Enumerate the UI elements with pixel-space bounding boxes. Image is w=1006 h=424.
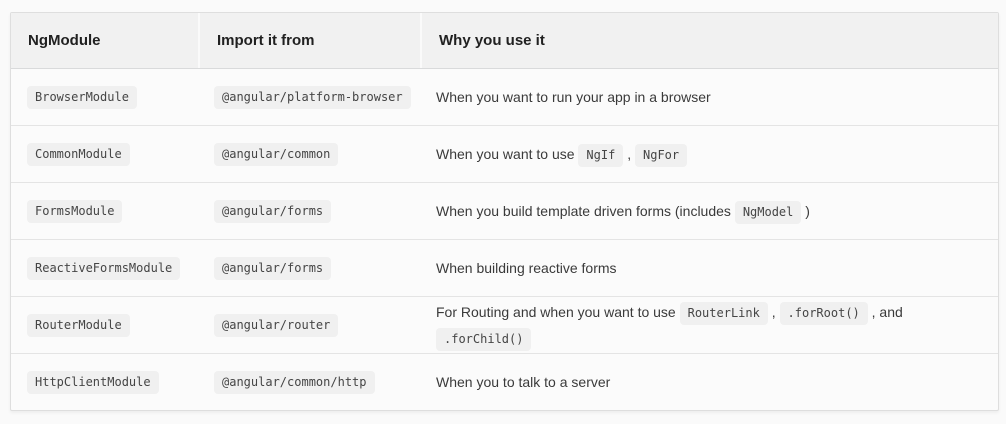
cell-why: When you want to use NgIf , NgFor [420,126,998,182]
import-path-code-chip: @angular/router [214,313,339,337]
import-path-code-chip: @angular/common [214,142,339,166]
why-line: When you want to run your app in a brows… [436,84,711,110]
import-path-code-chip: @angular/common/http [214,370,375,394]
cell-import: @angular/common [198,126,420,182]
why-text: , [767,304,780,320]
cell-import: @angular/forms [198,240,420,296]
cell-why: When you build template driven forms (in… [420,183,998,239]
cell-why: For Routing and when you want to use Rou… [420,297,998,353]
column-header-label: NgModule [28,32,101,49]
import-path-code-chip: @angular/platform-browser [214,85,411,109]
module-code-chip: RouterModule [27,313,130,337]
inline-code-chip: NgFor [635,144,688,167]
why-line: For Routing and when you want to use Rou… [436,299,982,351]
why-line: When you build template driven forms (in… [436,198,810,224]
inline-code-chip: NgModel [734,201,802,224]
import-path-code-chip: @angular/forms [214,256,332,280]
table-header-row: NgModule Import it from Why you use it [11,13,998,69]
why-text: For Routing and when you want to use [436,304,680,320]
cell-why: When you to talk to a server [420,354,998,410]
table-row: CommonModule @angular/common When you want… [11,125,998,182]
table-row: RouterModule @angular/router For Routing a… [11,296,998,353]
column-header-ngmodule: NgModule [11,13,198,68]
cell-why: When building reactive forms [420,240,998,296]
module-code-chip: HttpClientModule [27,370,159,394]
why-text: ) [801,203,810,219]
cell-ngmodule: FormsModule [11,183,198,239]
cell-import: @angular/router [198,297,420,353]
module-code-chip: BrowserModule [27,85,137,109]
why-text: When you to talk to a server [436,374,611,390]
cell-import: @angular/forms [198,183,420,239]
module-code-chip: FormsModule [27,199,123,223]
ngmodule-table: NgModule Import it from Why you use it B… [10,12,999,411]
cell-import: @angular/common/http [198,354,420,410]
import-path-code-chip: @angular/forms [214,199,332,223]
inline-code-chip: .forRoot() [779,302,868,325]
why-line: When you want to use NgIf , NgFor [436,141,688,167]
inline-code-chip: NgIf [578,144,624,167]
module-code-chip: ReactiveFormsModule [27,256,181,280]
cell-ngmodule: RouterModule [11,297,198,353]
table-row: BrowserModule @angular/platform-browser Wh… [11,69,998,125]
why-text: When you build template driven forms (in… [436,203,735,219]
column-header-import: Import it from [198,13,420,68]
why-line: When you to talk to a server [436,369,610,395]
cell-ngmodule: BrowserModule [11,69,198,125]
table-row: HttpClientModule @angular/common/http When… [11,353,998,410]
inline-code-chip: .forChild() [436,328,532,351]
cell-ngmodule: HttpClientModule [11,354,198,410]
cell-ngmodule: CommonModule [11,126,198,182]
cell-import: @angular/platform-browser [198,69,420,125]
column-header-label: Import it from [217,32,315,49]
table-row: ReactiveFormsModule @angular/forms When bu… [11,239,998,296]
column-header-why: Why you use it [420,13,998,68]
why-text: When building reactive forms [436,260,617,276]
why-text: When you want to run your app in a brows… [436,89,711,105]
why-text: , [623,146,635,162]
cell-why: When you want to run your app in a brows… [420,69,998,125]
why-line: When building reactive forms [436,255,617,281]
module-code-chip: CommonModule [27,142,130,166]
why-text: When you want to use [436,146,579,162]
cell-ngmodule: ReactiveFormsModule [11,240,198,296]
column-header-label: Why you use it [439,32,545,49]
table-row: FormsModule @angular/forms When you build … [11,182,998,239]
why-text: , and [867,304,907,320]
inline-code-chip: RouterLink [679,302,768,325]
